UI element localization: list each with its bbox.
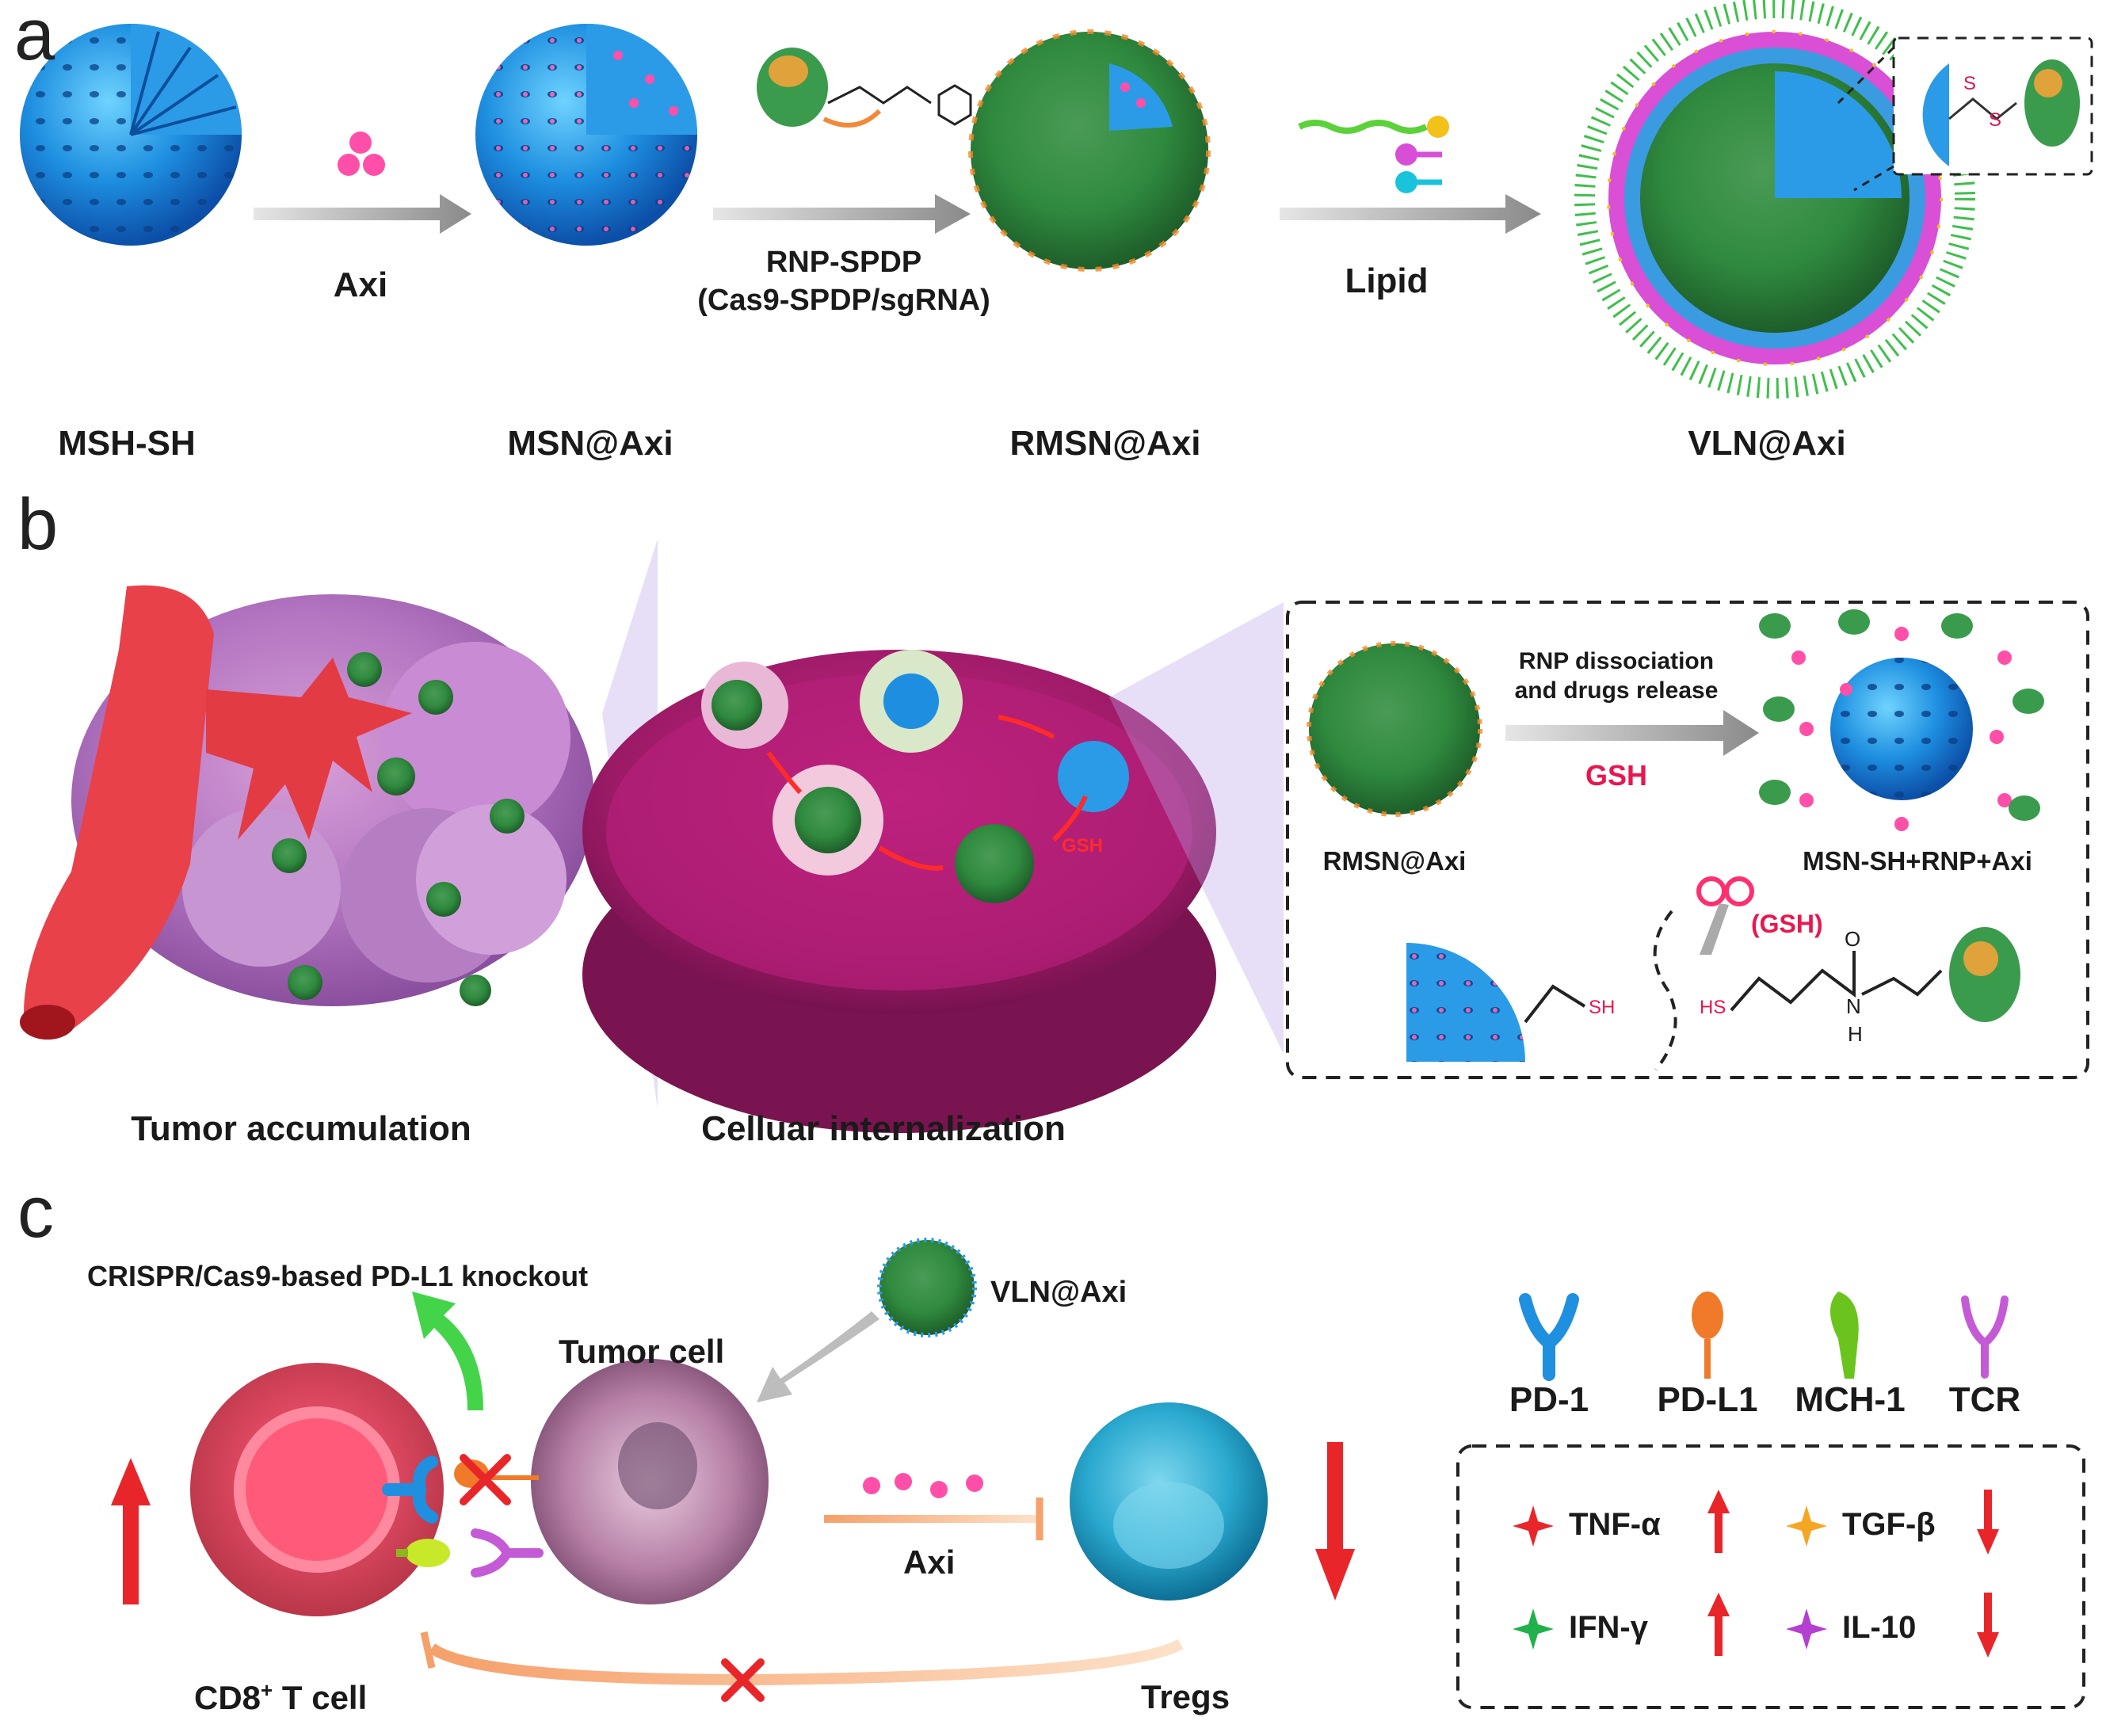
cytokine-down-arrow — [1977, 1593, 1999, 1658]
cytokine-tnf-alpha: TNF-α — [1569, 1507, 1661, 1542]
rnp-spdp-molecule-icon — [757, 48, 972, 128]
zoom-light-beam — [1109, 602, 1284, 1054]
process-arrow — [254, 194, 471, 234]
process-arrow — [713, 194, 971, 234]
released-rnp-proteins — [1759, 609, 2044, 821]
thiol-linker-left — [1524, 984, 1586, 1024]
tumor-cell-c — [531, 1359, 769, 1604]
rmsn-particle-inset — [1307, 641, 1482, 817]
linker-chain-right — [1730, 951, 1943, 1012]
released-axi-dots — [1791, 627, 2012, 831]
axi-drug-dots-c — [863, 1473, 983, 1498]
inset-left-label: RMSN@Axi — [1322, 846, 1467, 876]
drug-loaded-sphere — [475, 24, 697, 246]
vln-axi-particle-c — [877, 1238, 977, 1337]
nanoparticles-in-tumor — [272, 652, 525, 1006]
step-label-msn-axi: MSN@Axi — [507, 424, 673, 463]
release-arrow — [1505, 710, 1759, 756]
step-label-msh-sh: MSH-SH — [58, 424, 196, 463]
legend-tcr: TCR — [1948, 1380, 2021, 1419]
arrow-label-cas9-sgrna: (Cas9-SPDP/sgRNA) — [697, 284, 990, 317]
chem-sh-left: SH — [1589, 997, 1616, 1018]
cytokine-il10: IL-10 — [1842, 1610, 1917, 1645]
lipid-components-icon — [1298, 116, 1449, 193]
tcr-receptor-icon — [1961, 1295, 2009, 1379]
rnp-coated-sphere — [968, 29, 1211, 272]
tregs-label: Tregs — [1141, 1678, 1230, 1715]
step-label-vln-axi: VLN@Axi — [1688, 424, 1846, 463]
delivery-arrow — [757, 1311, 879, 1402]
virus-like-nanoparticle — [1574, 0, 1975, 399]
inset-arrow-label-line2: and drugs release — [1514, 677, 1719, 704]
cleavage-line — [1653, 910, 1677, 1071]
pdl1-ligand-icon — [1692, 1292, 1723, 1379]
legend-pdl1: PD-L1 — [1657, 1380, 1758, 1419]
sparkle-icon-tnf — [1513, 1505, 1554, 1547]
legend-pd1: PD-1 — [1509, 1380, 1589, 1419]
panel-letter-b: b — [17, 484, 59, 565]
cytokine-ifn-gamma: IFN-γ — [1569, 1610, 1648, 1645]
released-msn-sphere — [1830, 658, 1973, 800]
treg-suppression-arrow — [428, 1639, 1184, 1686]
zoomed-sphere-surface — [1922, 63, 1949, 166]
legend-mch1: MCH-1 — [1795, 1380, 1906, 1419]
cytokine-legend-box — [1456, 1444, 2085, 1709]
caption-cellular-internalization: Celluar internalization — [701, 1109, 1066, 1148]
axitinib-drug-icon — [338, 132, 385, 176]
arrow-label-lipid: Lipid — [1345, 261, 1429, 300]
endocytosed-nanoparticles — [712, 680, 1034, 903]
process-arrow — [1280, 194, 1541, 234]
cell-cross-section — [582, 650, 1216, 1133]
nanoparticle-label: VLN@Axi — [990, 1276, 1127, 1309]
tumor-cell-label: Tumor cell — [559, 1333, 725, 1370]
cytokine-up-arrow — [1707, 1490, 1730, 1553]
tregs-decrease-arrow — [1315, 1442, 1355, 1601]
inset-arrow-label-line1: RNP dissociation — [1518, 648, 1715, 674]
scissors-icon — [1696, 876, 1754, 955]
chem-hydrogen: H — [1848, 1022, 1863, 1046]
cd8-t-cell — [190, 1363, 444, 1616]
arrow-label-axi: Axi — [333, 265, 388, 304]
sparkle-icon-tgf — [1786, 1505, 1827, 1547]
knockout-arrow — [412, 1292, 483, 1410]
vessel-branches — [206, 658, 412, 840]
cytokine-down-arrow — [1977, 1490, 1999, 1555]
mesoporous-sphere — [20, 24, 242, 246]
chem-oxygen: O — [1845, 927, 1861, 951]
pd1-receptor-icon — [1519, 1293, 1579, 1381]
cytokine-up-arrow — [1707, 1593, 1730, 1656]
cytokine-tgf-beta: TGF-β — [1842, 1507, 1936, 1542]
knockout-label: CRISPR/Cas9-based PD-L1 knockout — [87, 1260, 589, 1292]
arrow-label-rnp-spdp: RNP-SPDP — [765, 246, 922, 279]
internalization-arrows — [766, 715, 1088, 871]
tregs-cell — [1070, 1402, 1268, 1601]
axi-label-c: Axi — [903, 1543, 956, 1581]
axi-inhibition-arrow — [824, 1498, 1043, 1540]
caption-tumor-accumulation: Tumor accumulation — [131, 1109, 471, 1148]
sparkle-icon-ifn — [1513, 1608, 1554, 1650]
blocked-suppression-x — [721, 1658, 765, 1702]
inset-trigger-gsh: GSH — [1585, 759, 1648, 792]
inset-right-label: MSN-SH+RNP+Axi — [1803, 846, 2032, 876]
gsh-cell-label: GSH — [1062, 835, 1103, 857]
chem-nitrogen: N — [1846, 994, 1861, 1018]
step-label-rmsn-axi: RMSN@Axi — [1009, 424, 1201, 463]
tcr-mhc-interaction — [396, 1528, 544, 1578]
cd8-t-cell-label: CD8+ T cell — [194, 1678, 368, 1716]
zoomed-rnp-protein — [2024, 59, 2080, 147]
tcell-increase-arrow — [111, 1458, 151, 1604]
scissors-gsh-label: (GSH) — [1751, 910, 1823, 938]
blocked-interaction-x — [460, 1454, 511, 1505]
disulfide-atom-s2: S — [1989, 109, 2002, 131]
rnp-protein-inset — [1949, 927, 2020, 1022]
chem-hs-right: HS — [1700, 997, 1726, 1018]
disulfide-atom-s1: S — [1963, 73, 1977, 94]
panel-letter-c: c — [17, 1172, 54, 1253]
panel-letter-a: a — [14, 0, 55, 75]
mhc1-molecule-icon — [1830, 1292, 1859, 1379]
blood-vessel — [24, 585, 214, 1030]
sparkle-icon-il10 — [1786, 1608, 1827, 1650]
